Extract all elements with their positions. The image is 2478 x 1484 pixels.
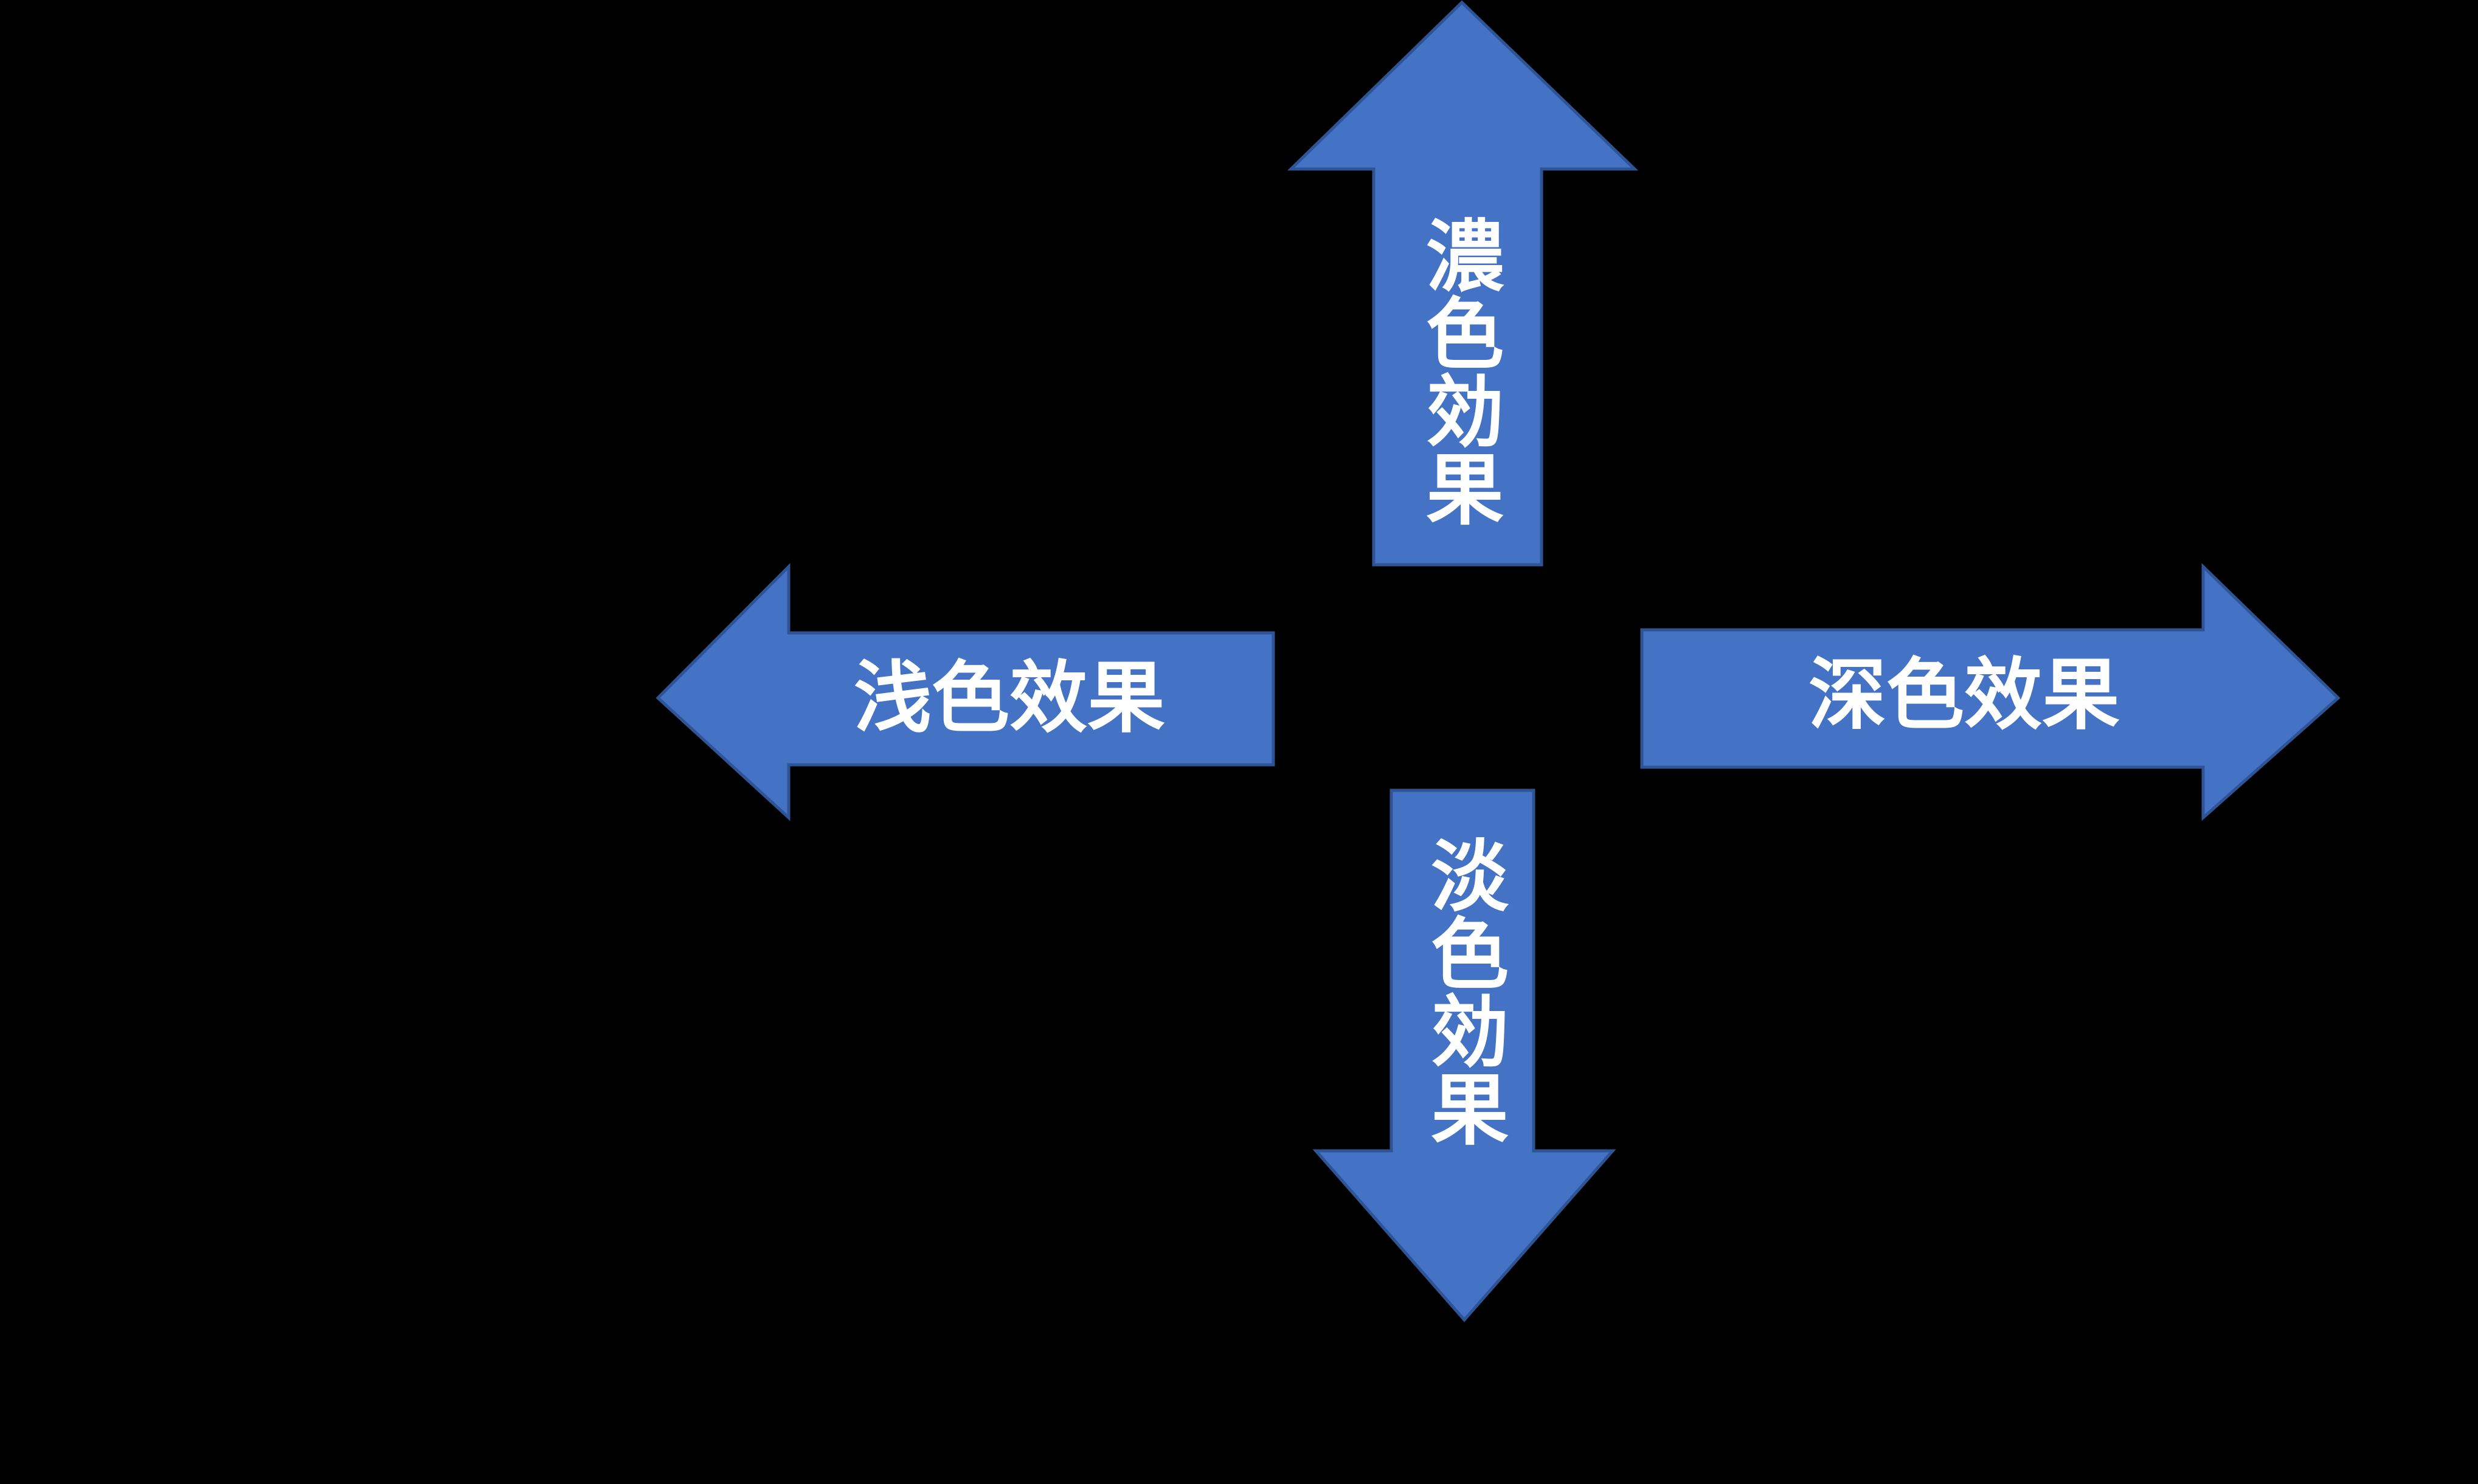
- arrow-label-left: 浅色效果: [853, 655, 1165, 742]
- arrow-shape-up[interactable]: [1287, 0, 1639, 567]
- arrow-shape-down[interactable]: [1312, 789, 1616, 1322]
- arrow-label-down: 淡色効果: [1419, 835, 1506, 1147]
- arrow-label-up: 濃色効果: [1414, 215, 1501, 526]
- arrow-shape-right[interactable]: [1640, 563, 2341, 821]
- arrow-shape-left[interactable]: [656, 562, 1275, 821]
- arrow-label-right: 深色效果: [1808, 652, 2120, 739]
